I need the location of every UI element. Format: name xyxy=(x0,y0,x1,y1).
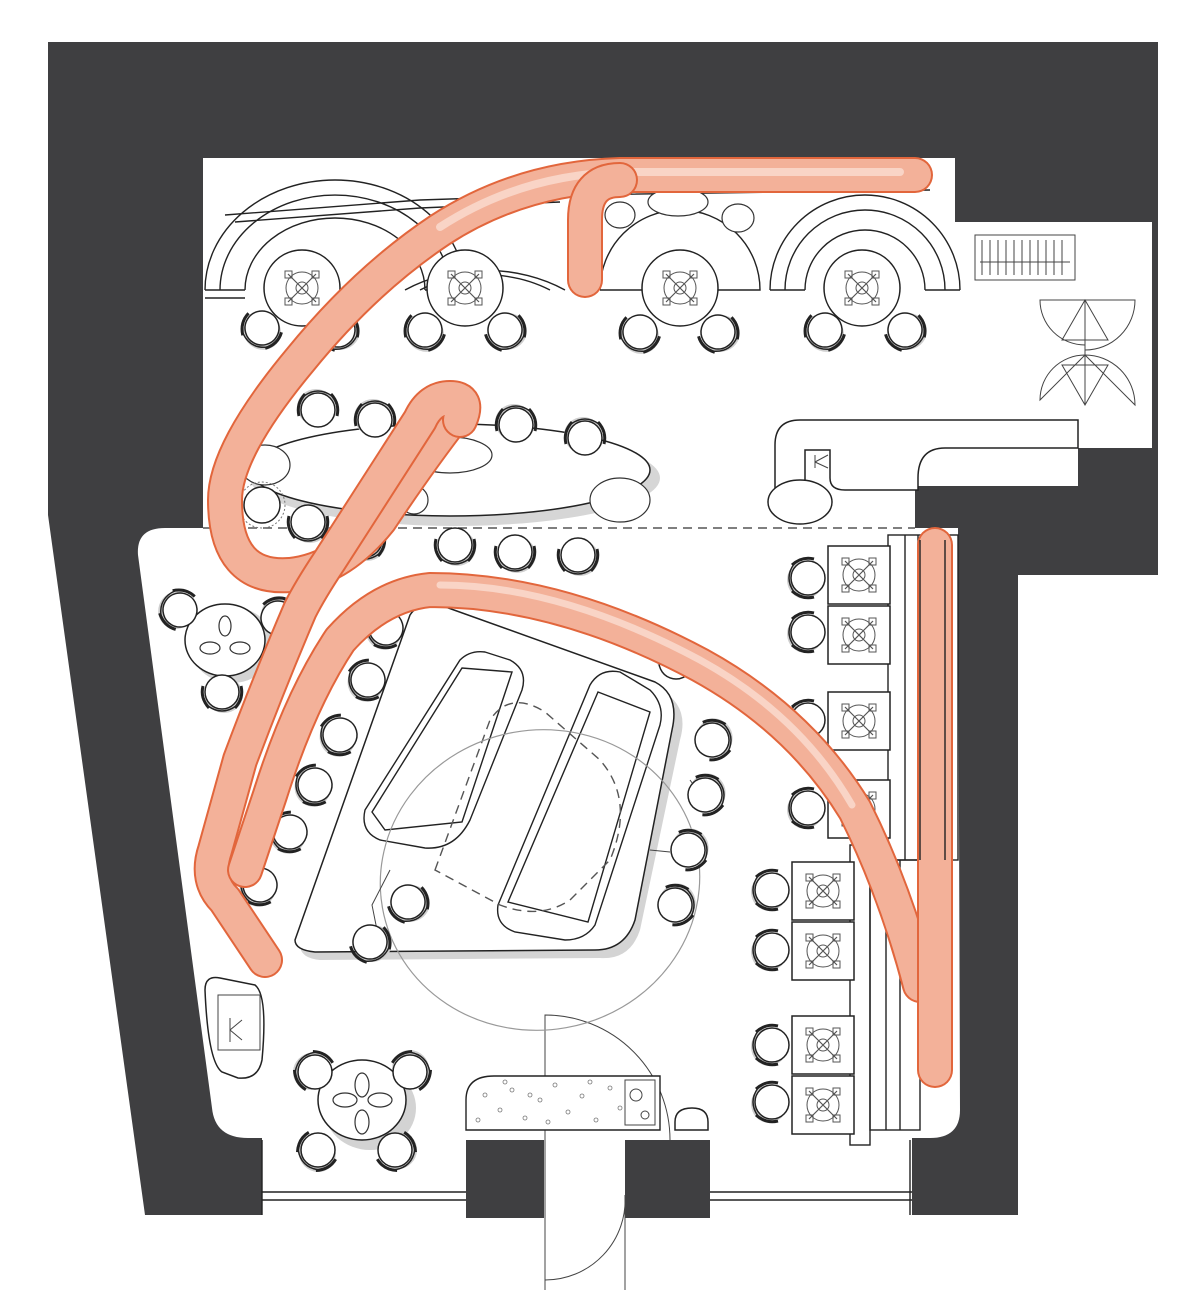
host-counter xyxy=(767,419,1079,525)
tube-light-c xyxy=(227,572,938,1003)
entrance-piers xyxy=(261,1140,912,1218)
round-table-bottom xyxy=(283,1040,441,1182)
round-table-left xyxy=(149,580,308,715)
round-table xyxy=(263,249,341,327)
tube-light-a-branch xyxy=(567,162,638,298)
pendant-tube-lighting xyxy=(193,157,953,1088)
round-table xyxy=(426,249,504,327)
round-table xyxy=(823,249,901,327)
booth-semicircle xyxy=(769,194,961,291)
staircase-icon xyxy=(980,240,1070,275)
terrazzo-counter xyxy=(465,1075,709,1131)
service-station xyxy=(204,976,265,1079)
round-table xyxy=(641,249,719,327)
entrance-door-swing[interactable] xyxy=(544,1014,671,1290)
side-door-swing[interactable] xyxy=(1039,298,1136,407)
side-entrance xyxy=(974,234,1136,407)
booth-semicircle xyxy=(599,187,761,291)
terrazzo-pattern xyxy=(475,1079,623,1125)
tube-light-b xyxy=(193,380,482,978)
bar-island xyxy=(294,603,709,1031)
